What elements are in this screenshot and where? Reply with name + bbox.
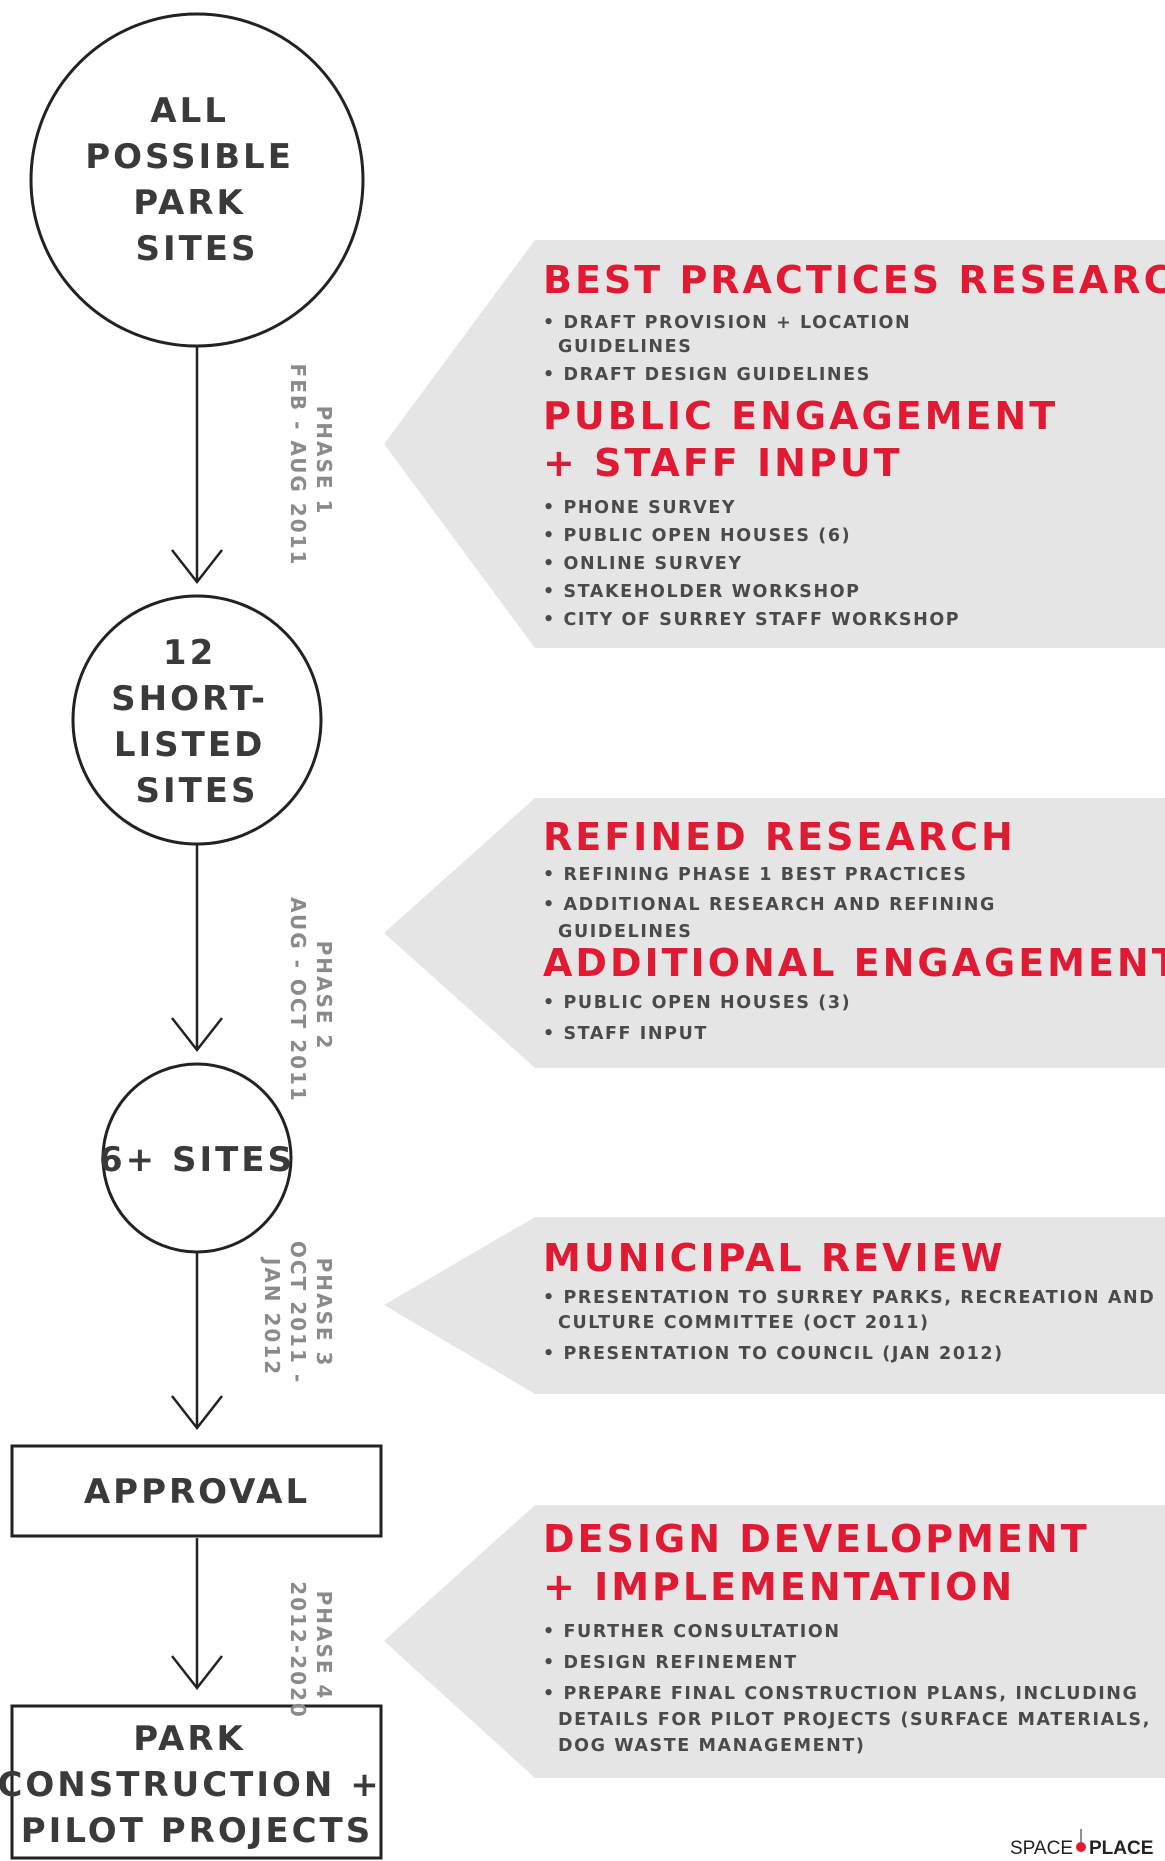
panel-phase-3 — [384, 1217, 1165, 1394]
panel-phase-1 — [384, 240, 1165, 648]
node-construction-box — [10, 1704, 383, 1860]
panel-2-heading-research: REFINED RESEARCH — [543, 815, 1016, 859]
panel-4-bullets: • FURTHER CONSULTATION • DESIGN REFINEME… — [543, 1622, 1159, 1756]
space-place-logo: SPACE PLACE — [1010, 1829, 1153, 1859]
node-approval-label: APPROVAL — [84, 1472, 310, 1512]
logo-dot-icon — [1076, 1842, 1086, 1852]
panel-2-heading-engagement: ADDITIONAL ENGAGEMENT — [543, 941, 1165, 985]
phase-1-label: PHASE 1 FEB - AUG 2011 — [286, 364, 336, 567]
panel-1-bullets-research: • DRAFT PROVISION + LOCATION GUIDELINES … — [543, 313, 919, 385]
logo-space-text: SPACE — [1010, 1838, 1073, 1859]
panel-phase-2 — [384, 798, 1165, 1068]
arrow-4-head — [171, 1655, 223, 1691]
panel-4-heading: DESIGN DEVELOPMENT + IMPLEMENTATION — [543, 1517, 1106, 1609]
node-construction-label: PARK CONSTRUCTION + PILOT PROJECTS — [0, 1719, 397, 1851]
node-six-sites-label: 6+ SITES — [99, 1140, 295, 1180]
node-shortlisted-label: 12 SHORT- LISTED SITES — [111, 633, 283, 811]
panel-1-bullets-engagement: • PHONE SURVEY • PUBLIC OPEN HOUSES (6) … — [543, 498, 960, 630]
node-all-sites-label: ALL POSSIBLE PARK SITES — [85, 91, 309, 269]
arrow-3-head — [171, 1395, 223, 1431]
arrow-1-head — [171, 549, 223, 585]
logo-place-text: PLACE — [1089, 1838, 1153, 1859]
phase-4-label: PHASE 4 2012-2020 — [286, 1581, 336, 1719]
node-all-sites-circle — [29, 12, 365, 348]
phase-2-label: PHASE 2 AUG - OCT 2011 — [286, 897, 336, 1103]
panel-3-bullets: • PRESENTATION TO SURREY PARKS, RECREATI… — [543, 1288, 1163, 1364]
panel-phase-4 — [384, 1505, 1165, 1778]
node-approval-box — [10, 1444, 383, 1538]
panel-1-heading-research: BEST PRACTICES RESEARCH — [543, 258, 1165, 302]
panel-1-heading-engagement: PUBLIC ENGAGEMENT + STAFF INPUT — [543, 394, 1074, 485]
phase-3-label: PHASE 3 OCT 2011 - JAN 2012 — [260, 1241, 336, 1393]
panel-2-bullets-engagement: • PUBLIC OPEN HOUSES (3) • STAFF INPUT — [543, 993, 859, 1044]
panel-2-bullets-research: • REFINING PHASE 1 BEST PRACTICES • ADDI… — [543, 865, 1004, 942]
arrow-2-head — [171, 1017, 223, 1053]
panel-3-heading: MUNICIPAL REVIEW — [543, 1236, 1006, 1280]
connector-arrows — [171, 346, 223, 1691]
